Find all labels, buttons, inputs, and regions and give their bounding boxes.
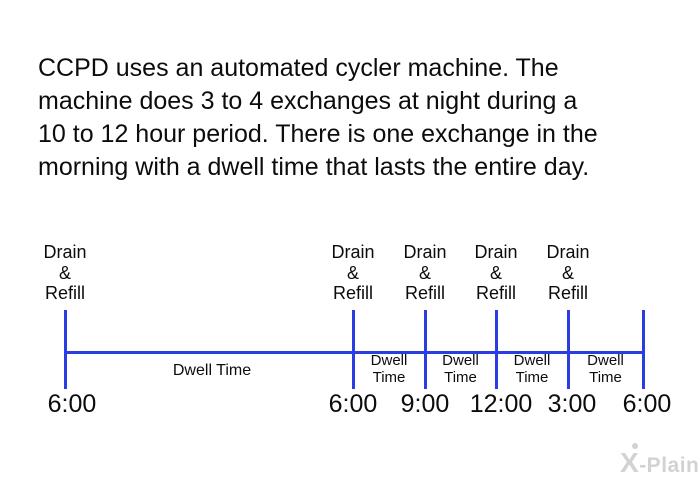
refill-line: Refill [332,283,373,303]
amp-line: & [418,262,431,283]
amp-line: & [58,262,71,283]
xplain-logo-head-dot-icon [632,443,638,449]
drain-refill-label-4: Drain & Refill [451,242,541,304]
time-label-3: 9:00 [400,390,450,418]
dwell-line: Dwell [513,352,551,369]
time-label-2: 6:00 [328,390,378,418]
dwell-line: Dwell [587,352,624,369]
drain-line: Drain [546,242,590,262]
time-line: Time [444,368,477,386]
night-dwell-label-4: Dwell Time [570,352,641,386]
time-label-5: 3:00 [547,390,597,418]
xplain-logo: X-Plain [616,442,700,478]
drain-line: Drain [403,242,447,262]
refill-line: Refill [404,283,445,303]
timeline-tick-6 [642,310,645,389]
dwell-line: Dwell [370,352,408,369]
timeline-tick-2 [352,310,355,389]
timeline-tick-4 [495,310,498,389]
intro-line-4: morning with a dwell time that lasts the… [38,153,590,181]
drain-refill-label-1: Drain & Refill [20,242,110,304]
amp-line: & [489,262,502,283]
drain-refill-label-2: Drain & Refill [308,242,398,304]
intro-line-3: 10 to 12 hour period. There is one excha… [38,120,598,148]
night-dwell-label-2: Dwell Time [427,352,494,386]
drain-refill-label-5: Drain & Refill [523,242,613,304]
timeline-tick-3 [424,310,427,389]
time-label-4: 12:00 [469,390,533,418]
amp-line: & [346,262,359,283]
night-dwell-label-1: Dwell Time [355,352,423,386]
time-label-1: 6:00 [47,390,97,418]
timeline-tick-5 [567,310,570,389]
drain-line: Drain [331,242,375,262]
amp-line: & [561,262,574,283]
xplain-logo-text: X-Plain [620,447,700,478]
time-label-6: 6:00 [622,390,672,418]
dwell-line: Dwell [442,352,479,369]
day-dwell-time-label: Dwell Time [172,362,252,379]
intro-line-2: machine does 3 to 4 exchanges at night d… [38,87,578,115]
timeline-tick-1 [64,310,67,389]
time-line: Time [515,368,549,386]
time-line: Time [372,368,406,386]
refill-line: Refill [475,283,516,303]
drain-refill-label-3: Drain & Refill [380,242,470,304]
night-dwell-label-3: Dwell Time [498,352,566,386]
drain-line: Drain [474,242,518,262]
time-line: Time [589,368,622,386]
intro-line-1: CCPD uses an automated cycler machine. T… [38,54,559,82]
intro-paragraph: CCPD uses an automated cycler machine. T… [38,52,653,184]
drain-line: Drain [43,242,87,262]
refill-line: Refill [547,283,588,303]
refill-line: Refill [44,283,85,303]
